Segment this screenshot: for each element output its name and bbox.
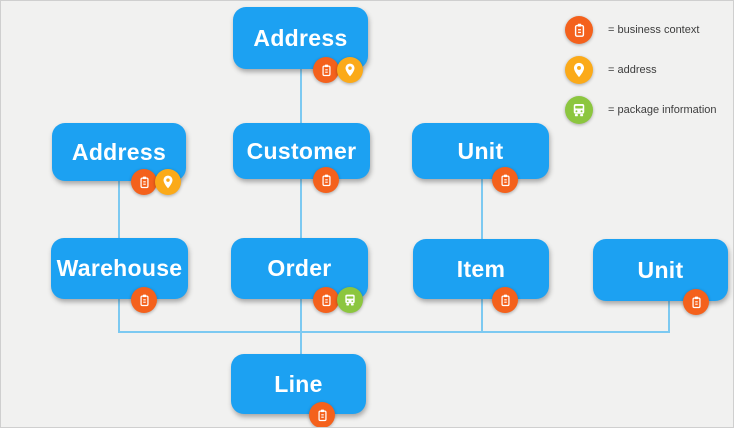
edge-customer-order — [300, 179, 302, 239]
node-label: Unit — [457, 137, 504, 164]
node-item: Item — [413, 239, 549, 313]
node-label: Address — [253, 24, 348, 51]
edge-item-bus — [481, 299, 483, 333]
node-label: Customer — [246, 137, 357, 164]
node-label: Unit — [637, 256, 684, 283]
node-label: Item — [456, 255, 506, 282]
clipboard-icon — [492, 167, 518, 193]
badge-group — [309, 402, 335, 427]
legend-label: = address — [608, 64, 657, 76]
map-pin-icon — [565, 56, 593, 84]
badge-group — [131, 287, 157, 313]
badge-group — [683, 289, 709, 315]
legend-item-business-context: = business context — [565, 16, 717, 44]
node-warehouse: Warehouse — [51, 238, 188, 313]
node-customer: Customer — [233, 123, 370, 193]
badge-group — [492, 167, 518, 193]
node-unit-right: Unit — [593, 239, 728, 315]
edge-unit-right-bus — [668, 301, 670, 333]
badge-group — [313, 167, 339, 193]
truck-icon — [337, 287, 363, 313]
clipboard-icon — [313, 57, 339, 83]
node-line: Line — [231, 354, 366, 427]
clipboard-icon — [313, 167, 339, 193]
map-pin-icon — [155, 169, 181, 195]
clipboard-icon — [565, 16, 593, 44]
clipboard-icon — [492, 287, 518, 313]
edge-address-left-warehouse — [118, 181, 120, 239]
edge-address-top-customer — [300, 69, 302, 124]
edge-unit-top-item — [481, 179, 483, 240]
node-order: Order — [231, 238, 368, 313]
badge-group — [313, 287, 363, 313]
edge-horizontal-bus — [118, 331, 670, 333]
badge-group — [313, 57, 363, 83]
badge-group — [131, 169, 181, 195]
clipboard-icon — [313, 287, 339, 313]
legend-label: = package information — [608, 104, 717, 116]
legend-label: = business context — [608, 24, 700, 36]
map-pin-icon — [337, 57, 363, 83]
node-address-top: Address — [233, 7, 368, 83]
clipboard-icon — [131, 287, 157, 313]
node-label: Address — [71, 138, 167, 165]
node-label: Line — [274, 370, 323, 397]
legend-item-package-information: = package information — [565, 96, 717, 124]
node-unit-top: Unit — [412, 123, 549, 193]
edge-warehouse-bus — [118, 299, 120, 333]
legend-item-address: = address — [565, 56, 717, 84]
badge-group — [492, 287, 518, 313]
clipboard-icon — [683, 289, 709, 315]
node-label: Order — [267, 255, 332, 281]
edge-order-line — [300, 299, 302, 355]
truck-icon — [565, 96, 593, 124]
node-address-left: Address — [52, 123, 186, 195]
clipboard-icon — [309, 402, 335, 427]
legend: = business context = address = package i… — [565, 16, 717, 136]
node-label: Warehouse — [56, 255, 183, 281]
clipboard-icon — [131, 169, 157, 195]
